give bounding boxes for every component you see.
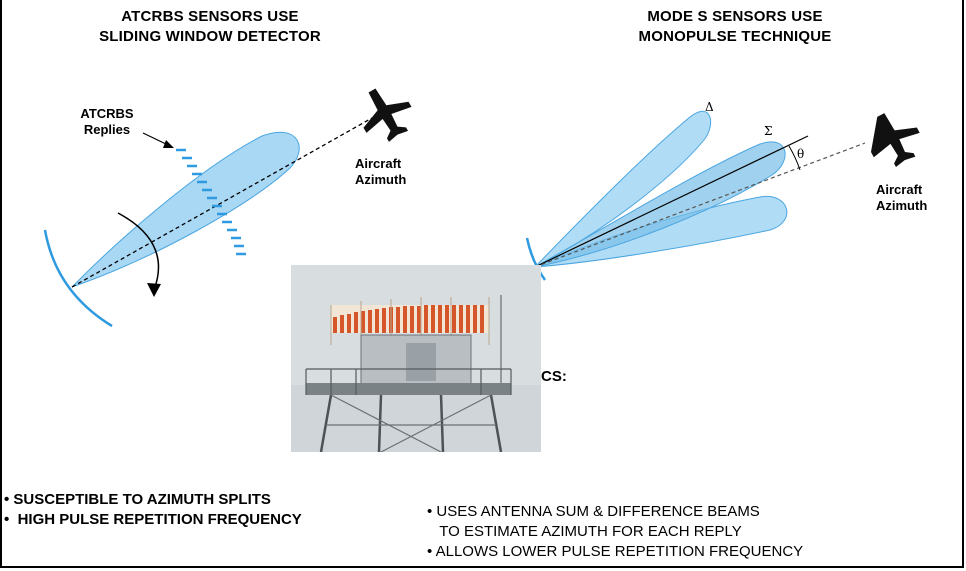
replies-label-line2: Replies	[83, 122, 131, 137]
aircraft-azimuth-line-right	[534, 142, 866, 268]
rotation-arrowhead	[147, 283, 161, 297]
right-bullet-2: TO ESTIMATE AZIMUTH FOR EACH REPLY	[427, 523, 742, 540]
theta-symbol: θ	[797, 147, 804, 161]
aircraft-icon	[870, 113, 920, 168]
theta-arc	[788, 145, 801, 171]
replies-label: ATCRBS Replies	[72, 106, 142, 138]
delta-symbol: Δ	[705, 100, 714, 114]
radar-antenna-illustration	[291, 265, 541, 452]
aircraft-azimuth-label-right: Aircraft Azimuth	[876, 182, 956, 214]
right-title: MODE S SENSORS USE MONOPULSE TECHNIQUE	[605, 7, 865, 47]
aircraft-icon	[363, 88, 412, 142]
right-bullet-3: • ALLOWS LOWER PULSE REPETITION FREQUENC…	[427, 543, 804, 560]
left-bullet-1: • SUSCEPTIBLE TO AZIMUTH SPLITS	[4, 491, 271, 508]
left-bullet-2: • HIGH PULSE REPETITION FREQUENCY	[4, 511, 302, 528]
left-title-line2: SLIDING WINDOW DETECTOR	[99, 28, 321, 45]
left-title: ATCRBS SENSORS USE SLIDING WINDOW DETECT…	[80, 7, 340, 47]
replies-leader-arrowhead	[163, 140, 174, 148]
aircraft-azimuth-label-left: Aircraft Azimuth	[355, 156, 435, 188]
sigma-symbol: Σ	[764, 124, 772, 138]
right-title-line2: MONOPULSE TECHNIQUE	[638, 28, 832, 45]
right-title-line1: MODE S SENSORS USE	[647, 8, 823, 25]
left-title-line1: ATCRBS SENSORS USE	[121, 8, 299, 25]
partial-heading-text: CS:	[541, 368, 567, 385]
replies-leader-line	[142, 132, 169, 146]
atcrbs-beam-lobe	[71, 131, 300, 288]
boresight-line	[534, 135, 809, 268]
aircraft-label-line2-left: Azimuth	[355, 172, 407, 187]
right-bullet-1: • USES ANTENNA SUM & DIFFERENCE BEAMS	[427, 503, 760, 520]
rotation-arrow	[117, 212, 160, 291]
aircraft-label-line1-left: Aircraft	[355, 156, 402, 171]
radar-antenna-photo	[291, 265, 541, 452]
aircraft-label-line2-right: Azimuth	[876, 198, 928, 213]
tower-platform	[306, 383, 511, 395]
replies-label-line1: ATCRBS	[80, 106, 134, 121]
sum-beam	[534, 141, 786, 268]
left-beam-group	[43, 88, 412, 328]
reply-ticks	[176, 148, 246, 256]
left-bullet-list: • SUSCEPTIBLE TO AZIMUTH SPLITS • HIGH P…	[4, 490, 302, 530]
right-bullet-list: • USES ANTENNA SUM & DIFFERENCE BEAMS TO…	[427, 502, 803, 562]
aircraft-label-line1-right: Aircraft	[876, 182, 923, 197]
antenna-arc-right	[525, 237, 547, 281]
tower-legs	[319, 394, 503, 452]
antenna-arc-left	[43, 229, 113, 328]
aircraft-azimuth-line-left	[71, 117, 373, 288]
difference-beam-upper	[534, 110, 712, 268]
right-beam-group	[525, 110, 920, 281]
